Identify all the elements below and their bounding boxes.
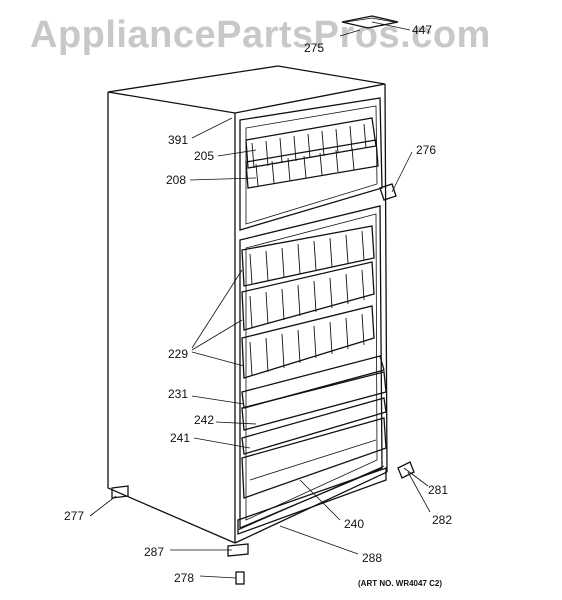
callout-282: 282 bbox=[432, 513, 452, 527]
callout-208: 208 bbox=[166, 173, 186, 187]
fresh-food-shelves bbox=[241, 225, 375, 379]
callout-281: 281 bbox=[428, 483, 448, 497]
callout-labels: 447 275 391 205 208 276 229 231 242 241 … bbox=[64, 23, 452, 585]
freezer-compartment bbox=[239, 97, 397, 231]
callout-391: 391 bbox=[168, 133, 188, 147]
callout-231: 231 bbox=[168, 387, 188, 401]
callout-276: 276 bbox=[416, 143, 436, 157]
callout-241: 241 bbox=[170, 431, 190, 445]
watermark-logo: AppliancePartsPros.com bbox=[30, 14, 491, 56]
callout-287: 287 bbox=[144, 545, 164, 559]
drawer-240 bbox=[241, 417, 387, 499]
callout-240: 240 bbox=[344, 517, 364, 531]
callout-229: 229 bbox=[168, 347, 188, 361]
callout-275: 275 bbox=[304, 41, 324, 55]
leader-lines bbox=[89, 21, 431, 579]
cabinet-shell bbox=[107, 65, 388, 544]
callout-447: 447 bbox=[412, 23, 432, 37]
callout-278: 278 bbox=[174, 571, 194, 585]
part-447-trim bbox=[341, 15, 399, 29]
grille-288 bbox=[237, 467, 387, 535]
crisper-cover-assembly bbox=[241, 355, 387, 455]
callout-205: 205 bbox=[194, 149, 214, 163]
fresh-food-compartment bbox=[239, 205, 383, 529]
callout-288: 288 bbox=[362, 551, 382, 565]
callout-277: 277 bbox=[64, 509, 84, 523]
art-number: (ART NO. WR4047 C2) bbox=[358, 579, 442, 588]
callout-242: 242 bbox=[194, 413, 214, 427]
